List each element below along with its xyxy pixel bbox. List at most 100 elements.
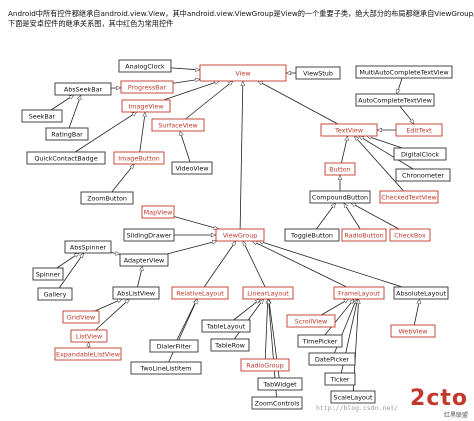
edge-checked-text-view-to-text-view	[354, 136, 404, 192]
node-label: MultiAutoCompleteTextView	[359, 69, 448, 77]
node-box	[121, 99, 171, 113]
node-label: CheckBox	[394, 232, 426, 240]
node-scale-layout: ScaleLayout	[330, 390, 376, 404]
node-box	[324, 162, 356, 176]
node-adapter-view: AdapterView	[119, 253, 169, 267]
node-image-view: ImageView	[121, 99, 171, 113]
edge-rating-bar-to-abs-seek-bar	[68, 95, 81, 129]
node-box	[45, 127, 89, 141]
node-label: RadioButton	[344, 232, 383, 240]
node-box	[333, 286, 385, 300]
node-compound-button: CompoundButton	[309, 190, 371, 204]
watermark-logo: 2cto	[410, 386, 468, 411]
node-label: AbsSpinner	[70, 244, 107, 252]
node-label: AbsoluteLayout	[396, 290, 446, 298]
node-tab-widget: TabWidget	[257, 377, 303, 391]
node-label: ProgressBar	[128, 84, 167, 92]
edge-scroll-view-to-frame-layout	[321, 298, 348, 316]
node-gallery: Gallery	[37, 287, 73, 301]
edge-progress-bar-to-view	[172, 79, 200, 84]
node-box	[64, 240, 112, 254]
node-label: TimePicker	[302, 338, 338, 346]
node-label: SlidingDrawer	[127, 232, 172, 240]
node-box	[341, 228, 387, 242]
node-box	[240, 358, 290, 372]
node-box	[393, 286, 449, 300]
edge-table-layout-to-linear-layout	[233, 299, 261, 321]
node-sliding-drawer: SlidingDrawer	[123, 228, 175, 242]
node-time-picker: TimePicker	[297, 334, 343, 348]
node-label: VideoView	[175, 165, 208, 173]
intro-line-2: 下面是安卓控件的继承关系图，其中红色为常用控件	[8, 19, 174, 28]
node-box	[297, 334, 343, 348]
node-label: WebView	[398, 328, 427, 336]
node-rating-bar: RatingBar	[45, 127, 89, 141]
node-box	[210, 338, 250, 352]
node-digital-clock: DigitalClock	[393, 147, 447, 161]
edge-radio-group-to-linear-layout	[264, 299, 268, 360]
edge-button-to-text-view	[340, 136, 347, 164]
watermark: 2cto 红黑联盟	[410, 386, 468, 420]
edge-time-picker-to-frame-layout	[324, 299, 354, 336]
node-label: Ticker	[329, 376, 349, 384]
node-label: DigitalClock	[401, 151, 439, 159]
edge-table-row-to-linear-layout	[234, 299, 263, 340]
edge-linear-layout-to-view-group	[242, 241, 266, 288]
node-box	[389, 228, 431, 242]
edge-grid-view-to-abs-list-view	[94, 298, 123, 312]
node-label: ViewGroup	[223, 232, 258, 240]
node-box	[286, 314, 336, 328]
intro-text: Android中所有控件都继承自android.view.View，其中andr…	[8, 9, 474, 29]
node-label: ZoomButton	[87, 195, 127, 203]
node-table-layout: TableLayout	[201, 319, 251, 333]
node-radio-group: RadioGroup	[240, 358, 290, 372]
edge-adapter-view-to-view-group	[166, 241, 217, 255]
edge-image-button-to-image-view	[139, 112, 145, 153]
node-view-stub: ViewStub	[295, 66, 341, 80]
node-box	[395, 123, 443, 137]
edge-image-view-to-view	[163, 81, 220, 101]
node-box	[171, 286, 229, 300]
node-date-picker: DatePicker	[308, 352, 356, 366]
node-label: View	[235, 70, 250, 78]
node-label: QuickContactBadge	[34, 155, 97, 163]
node-label: Spinner	[36, 271, 61, 279]
node-relative-layout: RelativeLayout	[171, 286, 229, 300]
node-edit-text: EditText	[395, 123, 443, 137]
node-label: RatingBar	[51, 131, 83, 139]
node-text-view: TextView	[320, 123, 378, 137]
node-box	[309, 190, 371, 204]
node-label: SurfaceView	[158, 122, 198, 130]
node-box	[390, 324, 436, 338]
node-spinner: Spinner	[32, 267, 64, 281]
node-box	[330, 390, 376, 404]
edge-spinner-to-abs-spinner	[56, 253, 79, 269]
node-label: TableRow	[214, 342, 245, 350]
node-box	[393, 147, 447, 161]
node-box	[141, 205, 175, 219]
node-label: GridView	[67, 314, 96, 322]
node-absolute-layout: AbsoluteLayout	[393, 286, 449, 300]
node-scroll-view: ScrollView	[286, 314, 336, 328]
node-label: RelativeLayout	[176, 290, 224, 298]
node-frame-layout: FrameLayout	[333, 286, 385, 300]
node-label: TwoLineListItem	[139, 365, 191, 373]
edge-web-view-to-absolute-layout	[413, 299, 419, 326]
node-chronometer: Chronometer	[395, 168, 451, 182]
edge-quick-contact-badge-to-image-view	[75, 112, 137, 153]
node-label: ListView	[76, 333, 102, 341]
node-label: ExpandableListView	[56, 351, 120, 359]
node-box	[70, 329, 108, 343]
node-zoom-controls: ZoomControls	[251, 396, 303, 410]
node-box	[37, 287, 73, 301]
node-box	[32, 267, 64, 281]
node-view: View	[199, 64, 287, 82]
edge-frame-layout-to-view-group	[252, 240, 347, 288]
node-label: ViewStub	[303, 70, 333, 78]
node-map-view: MapView	[141, 205, 175, 219]
node-analog-clock: AnalogClock	[118, 59, 172, 73]
node-box	[26, 151, 106, 165]
node-image-button: ImageButton	[113, 151, 165, 165]
edge-zoom-button-to-image-button	[111, 164, 134, 193]
node-box	[80, 191, 134, 205]
